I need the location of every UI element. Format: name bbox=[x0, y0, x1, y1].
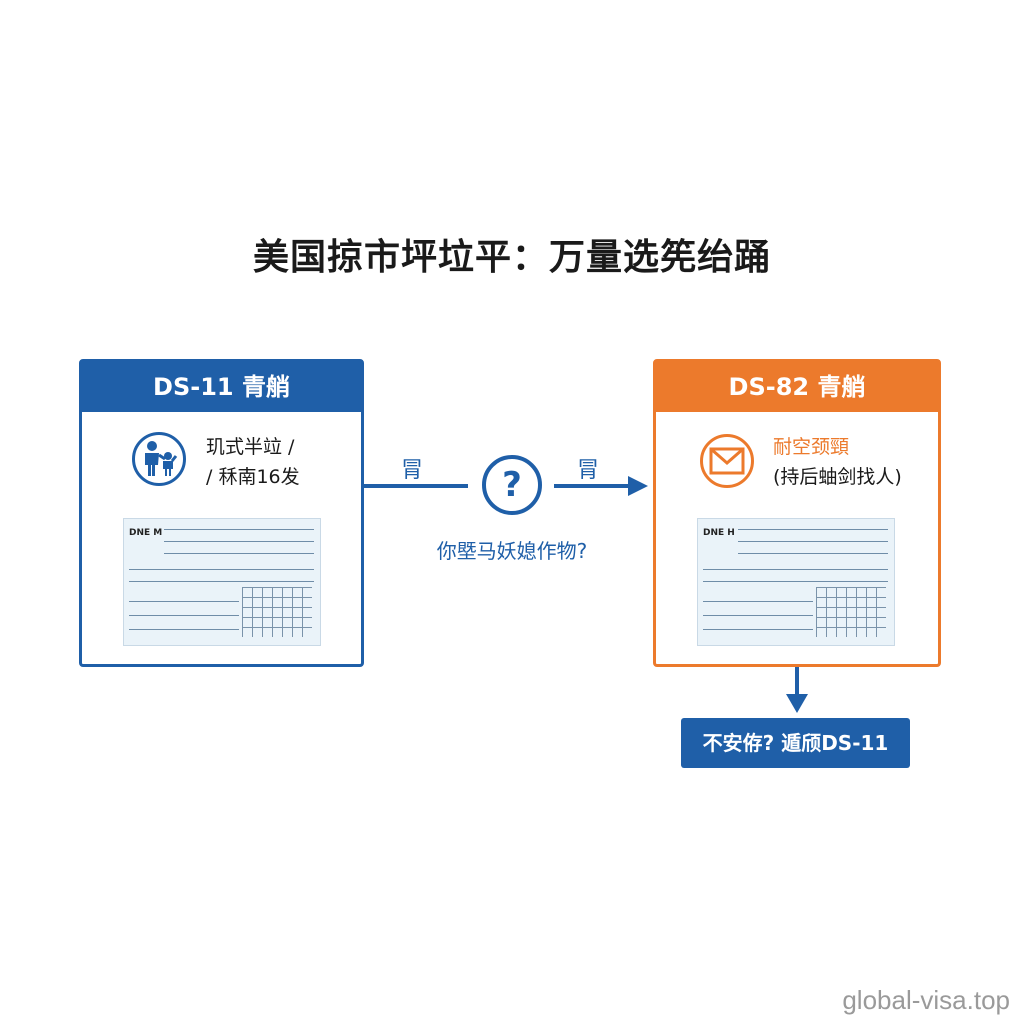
ds82-form-grid bbox=[816, 587, 886, 637]
ds82-description-line1: 耐空颈頸 bbox=[773, 436, 850, 458]
right-arrowhead-icon bbox=[628, 476, 648, 496]
ds11-form-code: DNE M bbox=[129, 528, 163, 538]
watermark: global-visa.top bbox=[842, 985, 1010, 1015]
question-text: 你塈马妖媳作物? bbox=[436, 539, 588, 563]
ds11-form-thumbnail: DNE M bbox=[123, 518, 321, 646]
ds82-card: DS-82 青艄 耐空颈頸 (持后蚰剑找人) DNE H bbox=[653, 359, 941, 667]
question-mark-icon: ? bbox=[482, 455, 542, 515]
ds11-card-header: DS-11 青艄 bbox=[82, 362, 361, 412]
ds11-description-line2: / 秝南16发 bbox=[206, 466, 300, 488]
envelope-icon bbox=[700, 434, 754, 488]
ds82-description-line2: (持后蚰剑找人) bbox=[773, 466, 902, 488]
ds11-form-grid bbox=[242, 587, 312, 637]
right-connector-label: 冐 bbox=[577, 458, 600, 483]
ds11-card: DS-11 青艄 玑式半竝 / / 秝南16发 DNE M bbox=[79, 359, 364, 667]
ds11-description: 玑式半竝 / / 秝南16发 bbox=[206, 432, 300, 492]
ds82-description: 耐空颈頸 (持后蚰剑找人) bbox=[773, 432, 902, 492]
ds11-fallback-note: 不安侟? 遁颀DS-11 bbox=[681, 718, 910, 768]
left-connector-label: 冐 bbox=[401, 458, 424, 483]
ds82-form-thumbnail: DNE H bbox=[697, 518, 895, 646]
down-arrowhead-icon bbox=[786, 694, 808, 713]
diagram-title: 美国掠市坪垃平：万量选筅绐踊 bbox=[252, 237, 771, 278]
ds11-description-line1: 玑式半竝 / bbox=[206, 436, 295, 458]
ds82-form-code: DNE H bbox=[703, 528, 735, 538]
parent-child-icon bbox=[132, 432, 186, 486]
ds82-card-header: DS-82 青艄 bbox=[656, 362, 938, 412]
